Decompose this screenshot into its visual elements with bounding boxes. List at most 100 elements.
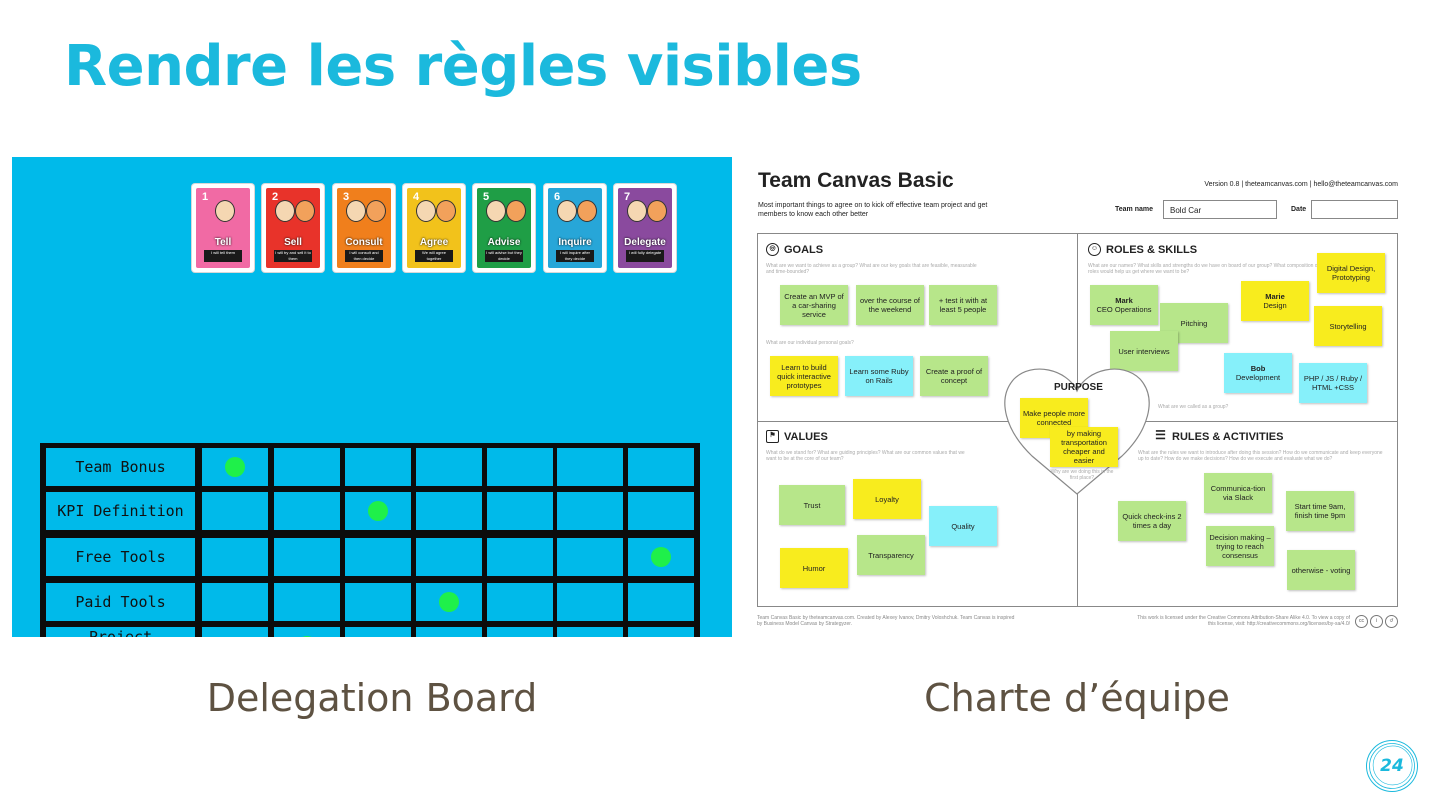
grid-cell — [487, 627, 553, 637]
goals-question: What are we want to achieve as a group? … — [766, 263, 977, 275]
delegation-marker — [651, 547, 671, 567]
grid-cell — [274, 448, 340, 486]
team-face-icon — [577, 200, 597, 222]
target-icon: ◎ — [766, 243, 779, 256]
rule-note-voting: otherwise - voting — [1287, 550, 1355, 590]
cc-sa-icon: ↺ — [1385, 615, 1398, 628]
grid-cell — [416, 492, 482, 530]
cc-icon: cc — [1355, 615, 1368, 628]
grid-cell — [557, 492, 623, 530]
rule-note-slack: Communica-tion via Slack — [1204, 473, 1272, 513]
role-mark-role: CEO Operations — [1096, 305, 1152, 314]
card-number: 6 — [554, 191, 561, 203]
grid-cell — [345, 627, 411, 637]
value-note-transparency: Transparency — [857, 535, 925, 575]
row-label: Project Priorities — [46, 627, 195, 637]
roles-question: What are our names? What skills and stre… — [1088, 263, 1319, 275]
row-label: KPI Definition — [46, 492, 195, 530]
role-marie-role: Design — [1263, 301, 1287, 310]
values-question: What do we stand for? What are guiding p… — [766, 450, 965, 462]
grid-cell — [487, 448, 553, 486]
goal-note-6: Create a proof of concept — [920, 356, 988, 396]
card-number: 7 — [624, 191, 631, 203]
card-name: Consult — [345, 237, 383, 248]
page-number: 24 — [1380, 756, 1404, 776]
goals-personal-question: What are our individual personal goals? — [766, 340, 854, 346]
torch-icon: ⚑ — [766, 430, 779, 443]
rules-title: RULES & ACTIVITIES — [1172, 430, 1284, 443]
card-subtitle: I will fully delegate — [626, 250, 664, 262]
value-note-loyalty: Loyalty — [853, 479, 921, 519]
checklist-icon: ☰ — [1155, 428, 1166, 442]
goal-note-1: Create an MVP of a car-sharing service — [780, 285, 848, 325]
card-name: Agree — [419, 237, 449, 248]
card-subtitle: I will inquire after they decide — [556, 250, 594, 262]
grid-cell — [557, 627, 623, 637]
grid-cell — [487, 583, 553, 621]
values-heading: ⚑ VALUES — [766, 430, 828, 443]
card-name: Advise — [487, 237, 521, 248]
card-number: 2 — [272, 191, 279, 203]
page-number-badge — [1366, 740, 1418, 792]
team-canvas-tagline: Most important things to agree on to kic… — [758, 202, 988, 218]
goal-note-4: Learn to build quick interactive prototy… — [770, 356, 838, 396]
grid-cell — [557, 538, 623, 576]
role-bob-role: Development — [1235, 373, 1281, 382]
manager-face-icon — [486, 200, 506, 222]
grid-cell — [345, 538, 411, 576]
delegation-marker — [439, 592, 459, 612]
purpose-title: PURPOSE — [1054, 382, 1103, 393]
grid-cell — [628, 492, 694, 530]
goal-note-5: Learn some Ruby on Rails — [845, 356, 913, 396]
role-bob-name: Bob — [1250, 364, 1266, 373]
grid-cell — [557, 448, 623, 486]
grid-cell — [416, 448, 482, 486]
delegation-marker — [297, 636, 317, 637]
role-note-marie: Marie Design — [1241, 281, 1309, 321]
grid-cell — [628, 627, 694, 637]
grid-cell — [345, 583, 411, 621]
value-note-trust: Trust — [779, 485, 845, 525]
manager-face-icon — [416, 200, 436, 222]
role-note-storytelling: Storytelling — [1314, 306, 1382, 346]
role-note-php: PHP / JS / Ruby / HTML +CSS — [1299, 363, 1367, 403]
grid-cell — [628, 583, 694, 621]
rule-note-decision-making: Decision making – trying to reach consen… — [1206, 526, 1274, 566]
card-name: Inquire — [558, 237, 592, 248]
card-number: 3 — [343, 191, 350, 203]
card-name: Delegate — [624, 237, 666, 248]
team-canvas-meta: Version 0.8 | theteamcanvas.com | hello@… — [1204, 181, 1398, 188]
team-canvas-image: Team Canvas Basic Most important things … — [752, 163, 1412, 643]
purpose-note-2: by making transportation cheaper and eas… — [1050, 427, 1118, 467]
purpose-question-2: Why are we doing this in the first place… — [1050, 469, 1114, 481]
goal-note-2: over the course of the weekend — [856, 285, 924, 325]
manager-face-icon — [275, 200, 295, 222]
manager-face-icon — [215, 200, 235, 222]
grid-cell — [628, 448, 694, 486]
role-mark-name: Mark — [1115, 296, 1133, 305]
card-name: Sell — [284, 237, 302, 248]
manager-face-icon — [346, 200, 366, 222]
card-subtitle: I will tell them — [204, 250, 242, 262]
grid-cell — [202, 583, 268, 621]
card-number: 1 — [202, 191, 209, 203]
date-field — [1311, 200, 1398, 219]
team-face-icon — [647, 200, 667, 222]
grid-cell — [487, 538, 553, 576]
team-face-icon — [436, 200, 456, 222]
grid-cell — [202, 492, 268, 530]
card-name: Tell — [214, 237, 232, 248]
grid-cell — [345, 492, 411, 530]
grid-cell — [345, 448, 411, 486]
grid-cell — [274, 492, 340, 530]
